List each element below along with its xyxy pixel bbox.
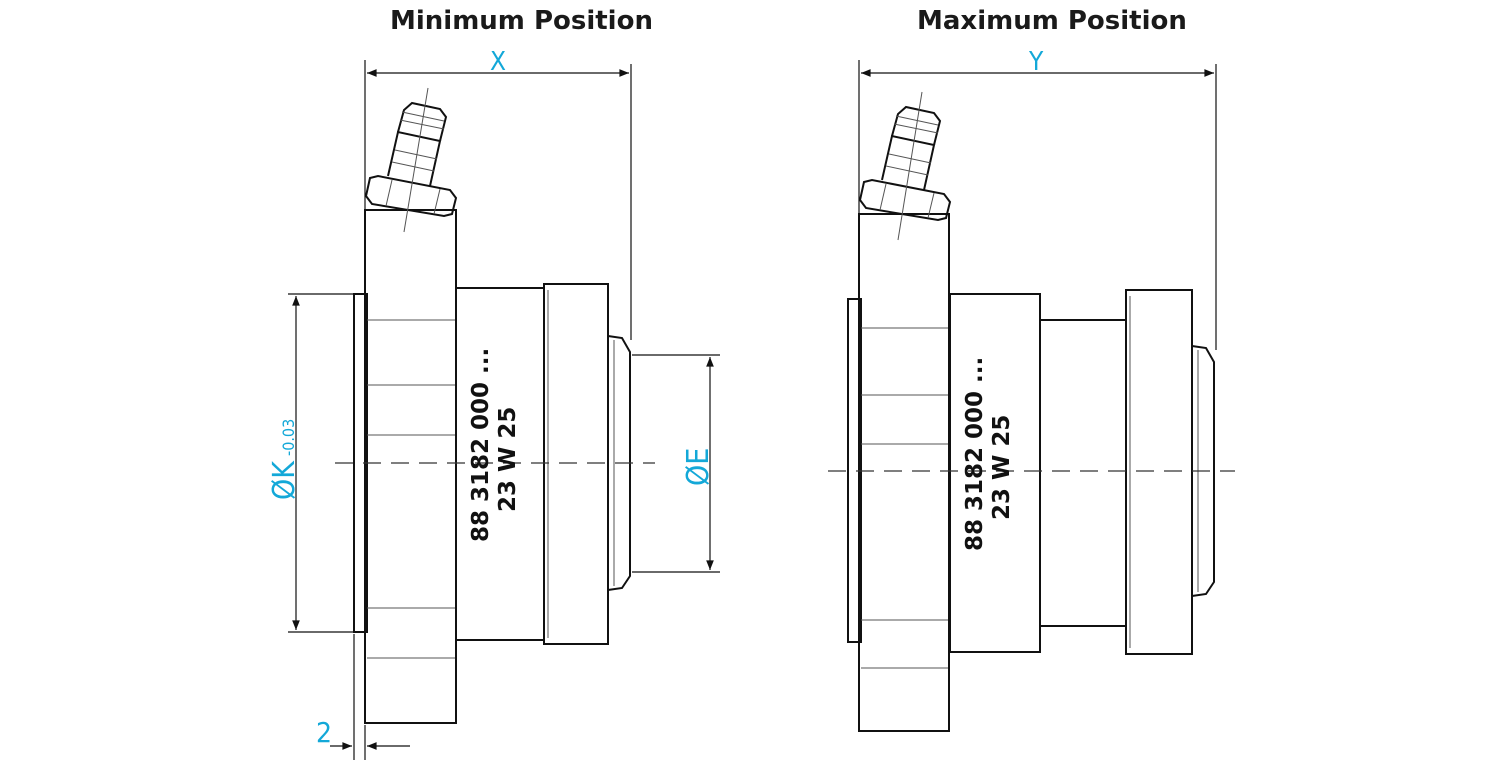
minimum-position-drawing: ØK -0.03 ØE 2 88 3182 000 ... 23 W 25 X [267,47,720,760]
maximum-position-drawing: 88 3182 000 ... 23 W 25 Y [828,47,1235,732]
dimension-e-label: ØE [681,448,716,486]
collar-min [543,283,609,645]
flange-max [858,213,950,732]
engraving-line2-min: 23 W 25 [495,407,521,512]
minimum-position-title: Minimum Position [390,6,653,36]
collar-max [1125,289,1193,655]
grease-nipple-max [858,91,952,241]
maximum-position-title: Maximum Position [917,6,1187,36]
dimension-x-label: X [490,47,506,77]
dimension-y-label: Y [1028,47,1044,77]
engraving-line1-min: 88 3182 000 ... [468,348,494,542]
engraving-line1-max: 88 3182 000 ... [962,357,988,551]
rod-max [1039,319,1127,627]
dimension-k-label: ØK [267,460,302,500]
flange-min [364,209,457,724]
grease-nipple-min [364,87,458,233]
dimension-k-tolerance: -0.03 [279,419,298,456]
dimension-2-label: 2 [316,716,332,749]
engraving-line2-max: 23 W 25 [989,415,1015,520]
